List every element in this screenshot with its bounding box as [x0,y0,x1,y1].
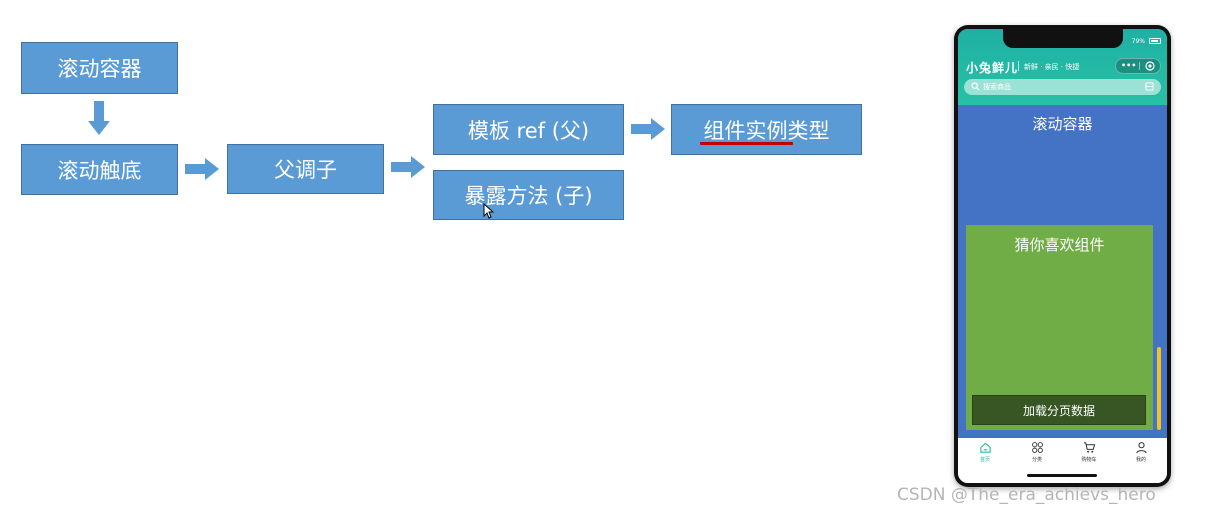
search-icon [971,82,980,91]
tab-label: 购物车 [1081,457,1097,463]
cart-icon [1083,442,1095,453]
app-slogan: 新鲜 · 亲民 · 快捷 [1024,63,1080,71]
category-grid-icon [1031,442,1043,453]
tab-category[interactable]: 分类 [1011,441,1063,471]
scrollbar[interactable] [1157,347,1161,430]
red-underline [700,142,793,145]
scroll-container-title: 滚动容器 [1032,115,1093,133]
arrow-down-icon [88,101,110,135]
guess-you-like-title: 猜你喜欢组件 [1014,236,1105,254]
search-placeholder: 搜索商品 [983,83,1011,91]
node-expose-method: 暴露方法 (子) [433,170,624,220]
app-title: 小兔鲜儿 [966,61,1019,75]
node-parent-calls-child: 父调子 [227,144,384,194]
tab-label: 我的 [1135,457,1146,463]
phone-notch [1003,29,1123,48]
search-input[interactable]: 搜索商品 [964,79,1161,95]
node-scroll-container: 滚动容器 [21,42,178,94]
tab-label: 分类 [1031,457,1042,463]
phone-screen: 小兔鲜儿 新鲜 · 亲民 · 快捷 ••• 搜索商品 [958,29,1167,483]
home-icon [979,442,991,453]
arrow-right-icon [631,118,665,140]
scroll-container[interactable]: 滚动容器 猜你喜欢组件 加载分页数据 [958,105,1167,438]
phone-mockup: 小兔鲜儿 新鲜 · 亲民 · 快捷 ••• 搜索商品 [954,25,1171,487]
battery-icon [1149,38,1161,44]
tab-home[interactable]: 首页 [959,441,1011,471]
node-scroll-bottom: 滚动触底 [21,144,178,195]
tab-label: 首页 [979,457,990,463]
more-icon[interactable]: ••• [1121,61,1137,70]
battery-level: 79% [1131,38,1145,45]
capsule-divider [1139,62,1140,70]
home-indicator [1027,474,1097,477]
arrow-right-icon [391,156,425,178]
tab-cart[interactable]: 购物车 [1063,441,1115,471]
title-divider [1018,61,1019,71]
user-icon [1135,442,1147,454]
mini-program-capsule[interactable]: ••• [1115,58,1161,74]
node-template-ref: 模板 ref (父) [433,104,624,155]
mouse-cursor-icon [483,203,495,219]
close-target-icon[interactable] [1145,61,1155,71]
arrow-right-icon [185,158,219,180]
scan-icon[interactable] [1145,82,1154,91]
node-component-instance-type: 组件实例类型 [671,104,862,155]
guess-you-like-panel: 猜你喜欢组件 加载分页数据 [966,225,1153,430]
load-page-data-button[interactable]: 加载分页数据 [972,395,1146,425]
tab-profile[interactable]: 我的 [1115,441,1167,471]
watermark: CSDN @The_era_achievs_hero [897,485,1156,505]
